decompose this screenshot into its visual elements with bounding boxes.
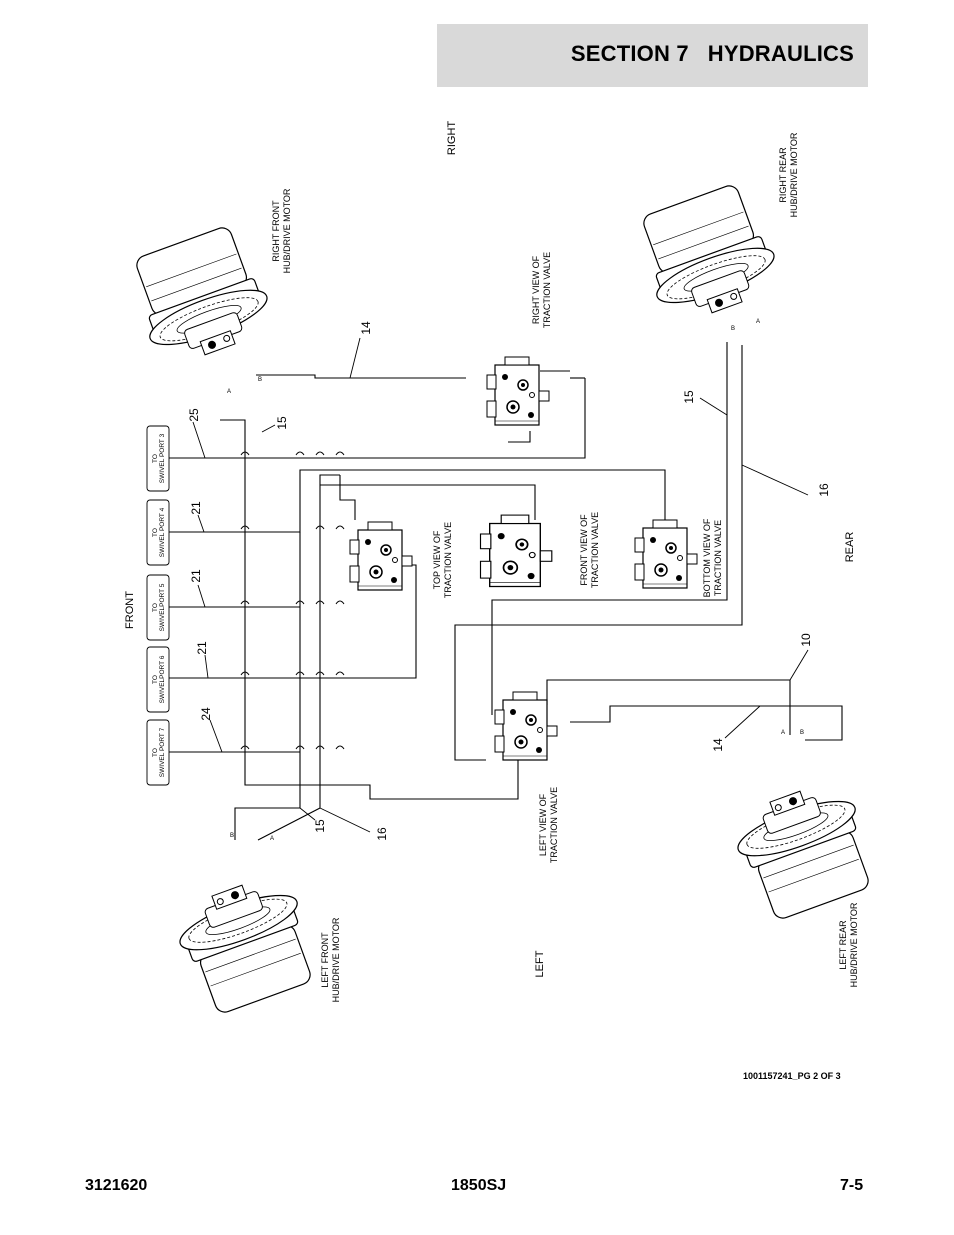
line-16-left-front bbox=[257, 474, 340, 841]
drawing-id: 1001157241_PG 2 OF 3 bbox=[743, 1071, 841, 1081]
svg-text:14: 14 bbox=[711, 738, 725, 752]
svg-text:SWIVEL PORT 3: SWIVEL PORT 3 bbox=[159, 433, 166, 483]
svg-text:TO: TO bbox=[152, 675, 159, 684]
svg-text:A: A bbox=[227, 389, 231, 395]
svg-text:TO: TO bbox=[152, 454, 159, 463]
svg-text:A: A bbox=[756, 319, 760, 325]
orientation-labels: FRONT RIGHT REAR LEFT bbox=[124, 121, 856, 978]
right-rear-motor-title-1: RIGHT REAR bbox=[778, 147, 788, 203]
view-titles: RIGHT VIEW OF TRACTION VALVE TOP VIEW OF… bbox=[432, 252, 723, 863]
left-view-title-1: LEFT VIEW OF bbox=[538, 793, 548, 856]
right-rear-motor-drawing bbox=[629, 178, 786, 330]
right-view-valve-drawing bbox=[486, 356, 550, 426]
front-label: FRONT bbox=[124, 591, 136, 629]
line-swivel-3 bbox=[163, 378, 586, 459]
svg-text:16: 16 bbox=[375, 827, 389, 841]
svg-text:21: 21 bbox=[189, 569, 203, 583]
bottom-view-valve-drawing bbox=[634, 519, 698, 589]
left-view-valve-drawing bbox=[494, 691, 558, 761]
svg-text:TO: TO bbox=[152, 748, 159, 757]
swivel-port-4-tag: TO SWIVEL PORT 4 bbox=[146, 499, 170, 566]
svg-text:14: 14 bbox=[359, 321, 373, 335]
svg-text:SWIVELPORT 5: SWIVELPORT 5 bbox=[159, 583, 166, 631]
callout-numbers: 25 15 14 21 21 21 24 15 16 15 16 10 14 bbox=[187, 321, 831, 841]
right-front-motor-title-1: RIGHT FRONT bbox=[271, 200, 281, 262]
front-view-valve-drawing bbox=[479, 514, 553, 588]
svg-text:SWIVELPORT 6: SWIVELPORT 6 bbox=[159, 655, 166, 703]
line-14-upper bbox=[256, 374, 466, 379]
left-label: LEFT bbox=[534, 950, 546, 977]
svg-text:25: 25 bbox=[187, 408, 201, 422]
right-view-title-2: TRACTION VALVE bbox=[542, 252, 552, 328]
swivel-port-5-tag: TO SWIVELPORT 5 bbox=[146, 574, 170, 641]
top-view-title-2: TRACTION VALVE bbox=[443, 522, 453, 598]
section-title: SECTION 7 HYDRAULICS bbox=[570, 41, 854, 66]
top-view-title-1: TOP VIEW OF bbox=[432, 530, 442, 589]
right-label: RIGHT bbox=[446, 121, 458, 156]
line-15-front bbox=[220, 419, 519, 800]
line-15-rear bbox=[491, 342, 728, 715]
line-swivel-4 bbox=[163, 469, 666, 533]
svg-text:B: B bbox=[258, 377, 262, 383]
svg-text:16: 16 bbox=[817, 483, 831, 497]
svg-text:10: 10 bbox=[799, 633, 813, 647]
left-rear-motor-title-2: HUB/DRIVE MOTOR bbox=[849, 902, 859, 987]
svg-text:21: 21 bbox=[195, 641, 209, 655]
hose-crossings bbox=[240, 451, 345, 750]
section-header: SECTION 7 HYDRAULICS bbox=[437, 24, 868, 87]
left-rear-motor-drawing bbox=[726, 774, 883, 926]
leader-lines bbox=[192, 337, 809, 833]
svg-text:21: 21 bbox=[189, 501, 203, 515]
page-number: 7-5 bbox=[840, 1177, 864, 1194]
doc-number: 3121620 bbox=[85, 1177, 148, 1194]
top-view-valve-drawing bbox=[349, 521, 413, 591]
front-view-title-1: FRONT VIEW OF bbox=[579, 514, 589, 586]
left-front-motor-drawing bbox=[168, 868, 325, 1020]
motor-titles: RIGHT FRONT HUB/DRIVE MOTOR RIGHT REAR H… bbox=[271, 132, 859, 1002]
swivel-port-6-tag: TO SWIVELPORT 6 bbox=[146, 646, 170, 713]
left-rear-motor-title-1: LEFT REAR bbox=[838, 920, 848, 970]
left-front-motor-title-1: LEFT FRONT bbox=[320, 932, 330, 988]
svg-text:TO: TO bbox=[152, 603, 159, 612]
swivel-port-7-tag: TO SWIVEL PORT 7 bbox=[146, 719, 170, 786]
model-number: 1850SJ bbox=[451, 1177, 507, 1194]
svg-text:TO: TO bbox=[152, 528, 159, 537]
svg-text:SWIVEL PORT 4: SWIVEL PORT 4 bbox=[159, 507, 166, 557]
rear-label: REAR bbox=[844, 532, 856, 563]
svg-text:B: B bbox=[731, 326, 735, 332]
svg-text:A: A bbox=[781, 730, 785, 736]
right-rear-motor-title-2: HUB/DRIVE MOTOR bbox=[789, 132, 799, 217]
right-front-motor-drawing bbox=[122, 220, 279, 372]
motor-port-labels: B A A B B A A B bbox=[227, 319, 804, 842]
right-view-title-1: RIGHT VIEW OF bbox=[531, 255, 541, 324]
left-front-motor-title-2: HUB/DRIVE MOTOR bbox=[331, 917, 341, 1002]
line-top-valve bbox=[320, 484, 536, 520]
svg-text:B: B bbox=[800, 730, 804, 736]
svg-text:15: 15 bbox=[275, 416, 289, 430]
line-15-left-front bbox=[234, 532, 301, 840]
svg-text:B: B bbox=[230, 833, 234, 839]
bottom-view-title-1: BOTTOM VIEW OF bbox=[702, 518, 712, 597]
line-front-valve bbox=[339, 475, 356, 520]
svg-text:15: 15 bbox=[313, 819, 327, 833]
svg-text:15: 15 bbox=[682, 390, 696, 404]
front-view-title-2: TRACTION VALVE bbox=[590, 512, 600, 588]
bottom-view-title-2: TRACTION VALVE bbox=[713, 520, 723, 596]
svg-text:24: 24 bbox=[199, 707, 213, 721]
line-valve-top-out bbox=[508, 431, 531, 443]
line-14-lower bbox=[570, 705, 843, 741]
left-view-title-2: TRACTION VALVE bbox=[549, 787, 559, 863]
line-16-rear bbox=[454, 345, 743, 761]
line-10-lower bbox=[546, 679, 791, 735]
right-front-motor-title-2: HUB/DRIVE MOTOR bbox=[282, 188, 292, 273]
svg-text:A: A bbox=[270, 836, 274, 842]
swivel-port-3-tag: TO SWIVEL PORT 3 bbox=[146, 425, 170, 492]
svg-text:SWIVEL PORT 7: SWIVEL PORT 7 bbox=[159, 727, 166, 777]
